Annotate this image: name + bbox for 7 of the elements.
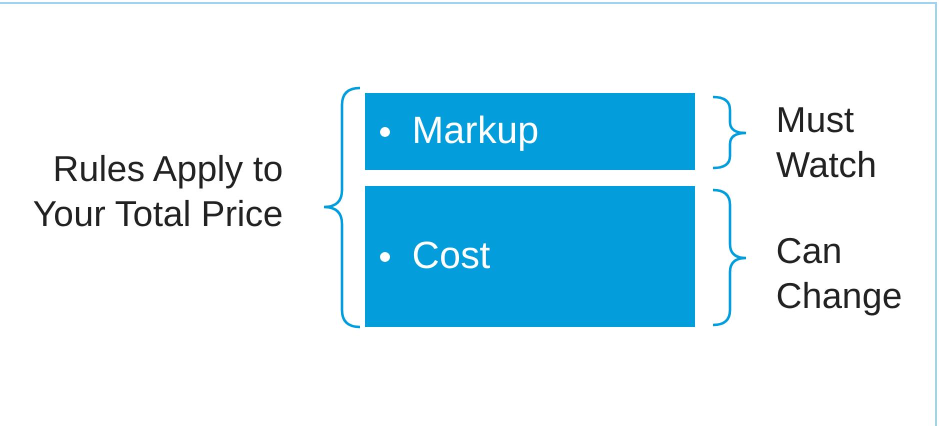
side-note: Can Change: [776, 229, 904, 318]
item-text: Markup: [412, 110, 539, 153]
list-box: [365, 93, 695, 170]
side-note: Must Watch: [776, 98, 878, 187]
list-box: [365, 186, 695, 327]
heading-text: Rules Apply to Your Total Price: [32, 147, 283, 236]
item-text: Cost: [412, 235, 490, 278]
